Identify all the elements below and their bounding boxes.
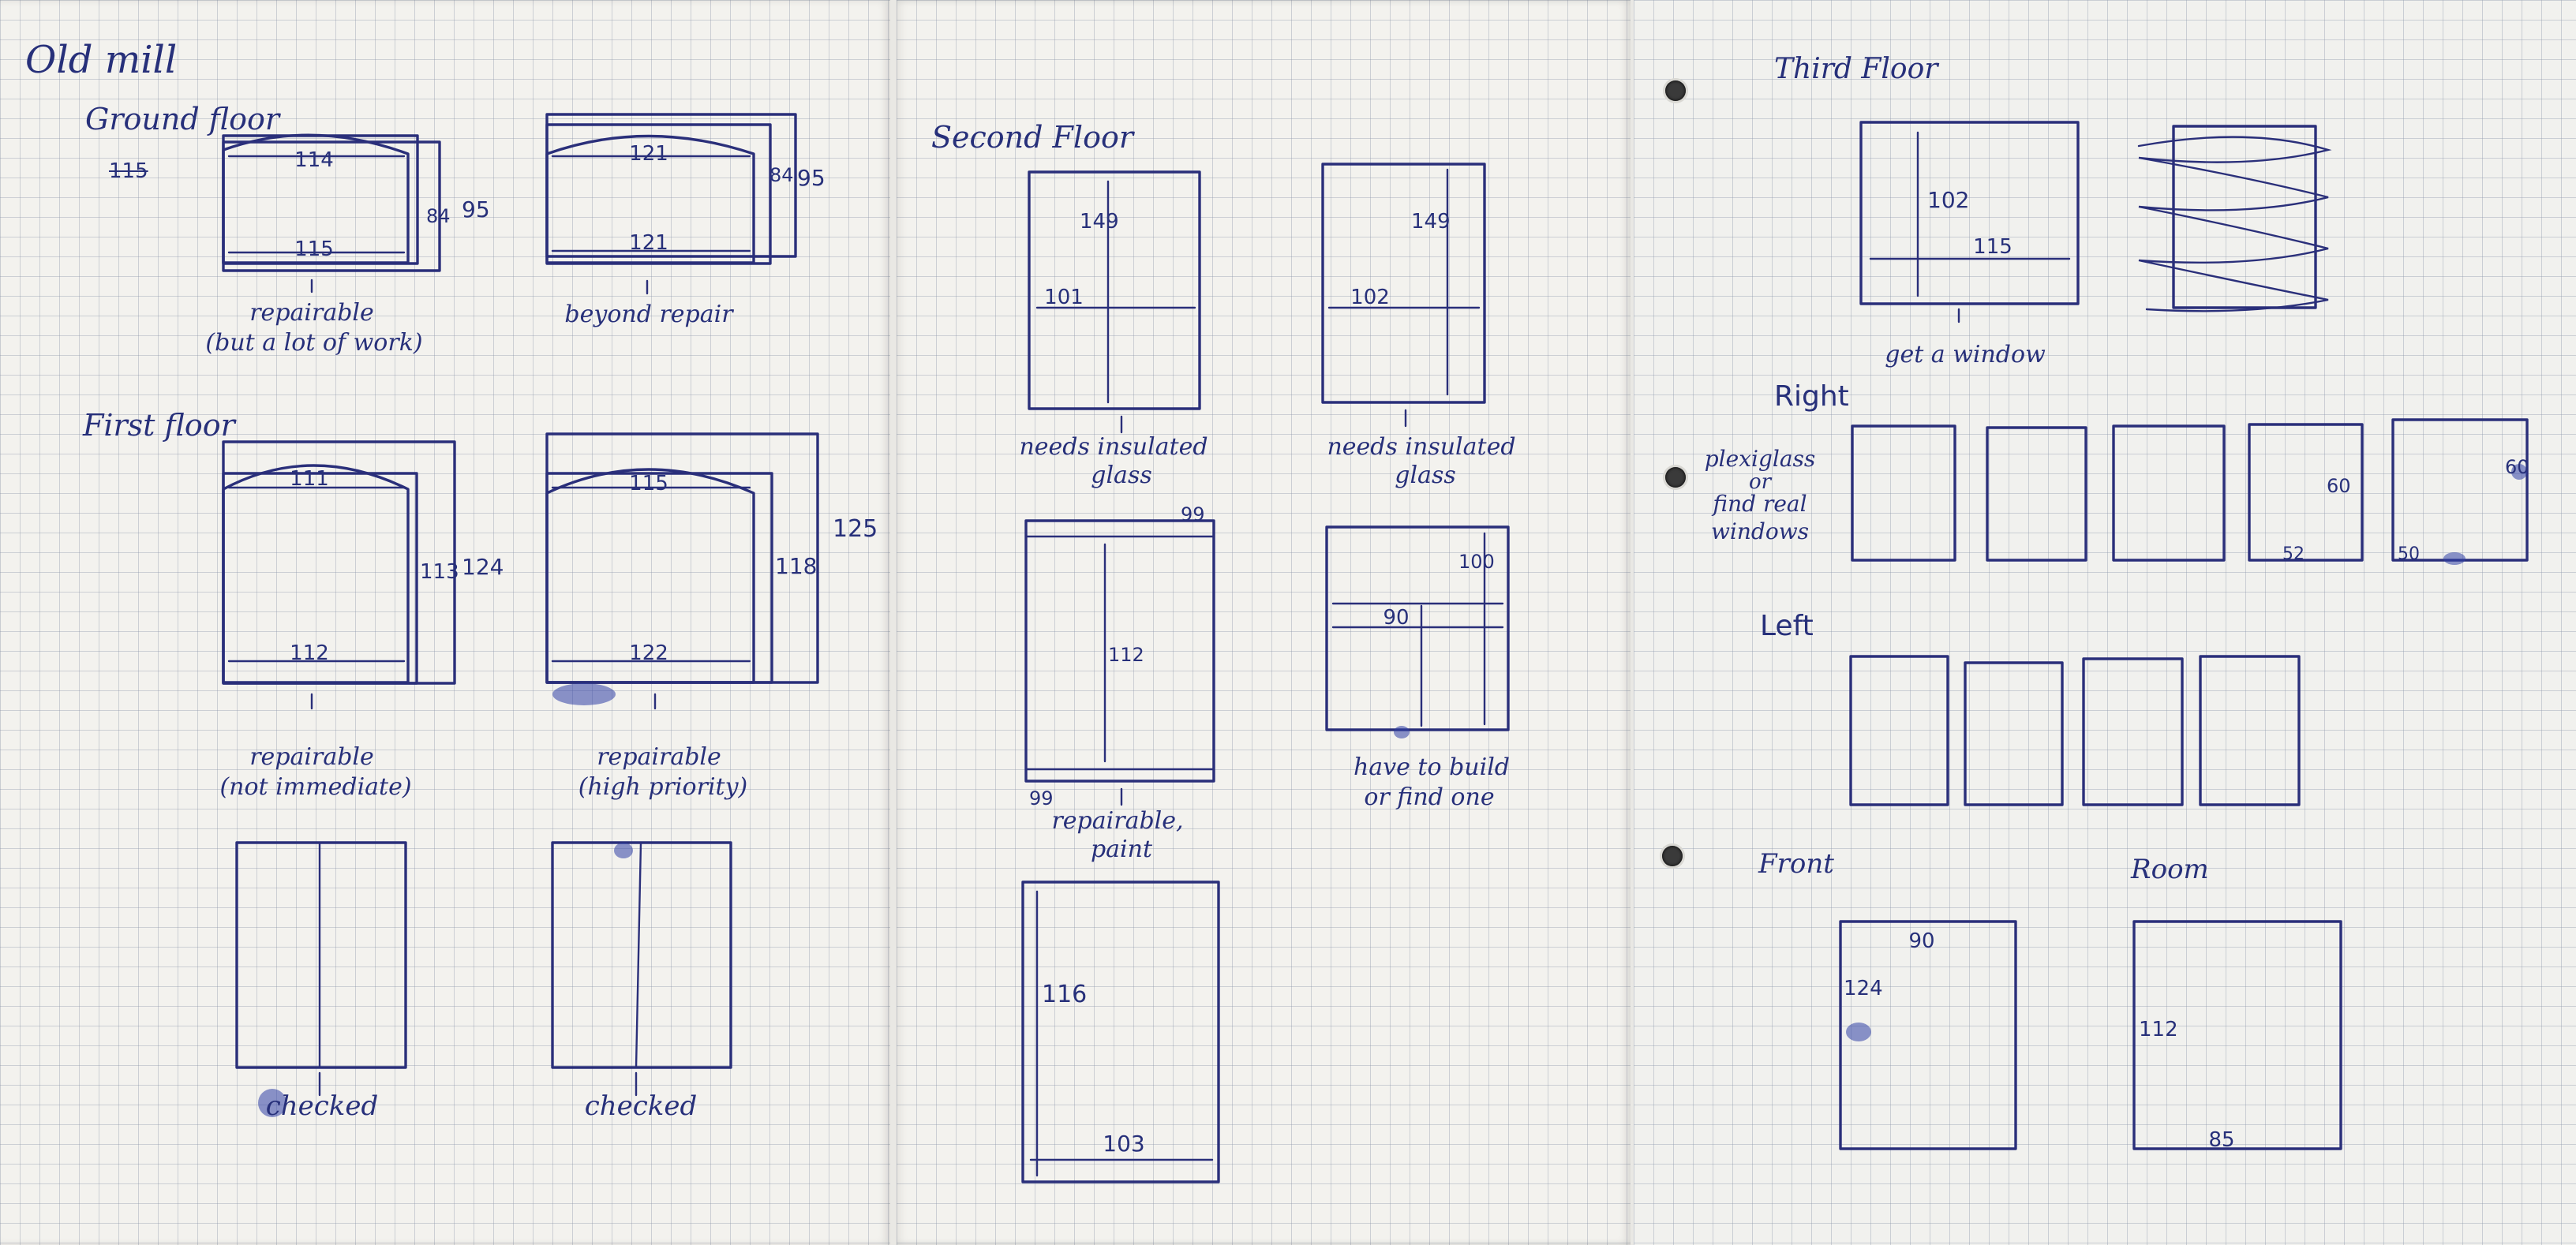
second-window-a-sketch (1028, 170, 1201, 434)
second-window-c-sketch (1024, 519, 1215, 806)
right-pane4-w: 52 (2282, 544, 2305, 564)
ground-floor-heading: Ground floor (85, 102, 280, 136)
right-heading: Right (1774, 380, 1849, 413)
room-height: 112 (2139, 1018, 2178, 1041)
ground-a-top: 114 (294, 148, 334, 172)
second-d-height: 100 (1458, 551, 1495, 573)
first-b-note-1: repairable (597, 743, 721, 771)
page-1-drawings (222, 113, 819, 1117)
first-a-note-1: repairable (249, 743, 374, 771)
third-a-height: 102 (1927, 187, 1970, 213)
second-window-b-sketch (1321, 163, 1486, 428)
first-b-inner-h: 118 (775, 553, 818, 579)
first-a-outer-h: 124 (462, 554, 504, 580)
second-c-top: 99 (1181, 503, 1205, 525)
second-c-note-2: paint (1090, 836, 1153, 863)
third-a-width: 115 (1973, 235, 2012, 259)
right-panes-sketch (1851, 418, 2529, 565)
room-sketch (2132, 920, 2342, 1150)
right-note-4: windows (1710, 518, 1810, 544)
ground-a-outer-h: 95 (462, 196, 490, 222)
second-c-bottom: 99 (1029, 787, 1054, 809)
first-a-top: 111 (290, 467, 329, 491)
second-a-note-1: needs insulated (1019, 433, 1208, 461)
right-pane4-h: 60 (2327, 475, 2351, 497)
ground-a-inner-h: 84 (426, 205, 451, 227)
first-floor-heading: First floor (83, 408, 235, 443)
third-window-a-sketch (1859, 121, 2080, 323)
second-b-note-1: needs insulated (1327, 433, 1516, 461)
right-note-2: or (1748, 470, 1772, 494)
second-c-note-1: repairable, (1051, 807, 1184, 835)
ground-floor-margin-note: 115 (109, 159, 148, 183)
first-a-note-2: (not immediate) (219, 773, 412, 801)
second-d-width: 90 (1383, 606, 1410, 630)
front-sketch (1839, 920, 2017, 1150)
second-a-note-2: glass (1091, 462, 1152, 489)
second-e-height: 116 (1042, 981, 1088, 1008)
page-2-drawings (1021, 163, 1510, 1183)
second-b-width: 102 (1350, 286, 1390, 309)
ground-b-note: beyond repair (564, 301, 733, 328)
right-note-1: plexiglass (1704, 446, 1816, 472)
front-width: 90 (1908, 929, 1935, 953)
binder-hole-1 (1665, 80, 1686, 101)
third-scribble-sketch (2137, 125, 2332, 312)
front-heading: Front (1758, 848, 1834, 880)
notebook-page-2: Second Floor 149 101 needs insulated gla… (897, 0, 1631, 1245)
second-b-height: 149 (1411, 210, 1451, 234)
second-e-width: 103 (1103, 1131, 1145, 1157)
door-b-sketch (551, 841, 732, 1097)
ground-b-bottom: 121 (629, 231, 668, 255)
second-d-note-1: have to build (1353, 753, 1511, 781)
ground-window-b-sketch (545, 113, 797, 295)
third-a-note: get a window (1885, 341, 2046, 368)
door-a-sketch (235, 841, 407, 1117)
room-width: 85 (2208, 1128, 2235, 1152)
first-window-a-sketch (222, 440, 456, 710)
ground-b-inner-h: 84 (769, 164, 794, 186)
right-pane5-w: 50 (2398, 544, 2420, 564)
binder-hole-2 (1665, 467, 1686, 488)
first-a-bottom: 112 (290, 641, 329, 665)
room-heading: Room (2131, 854, 2209, 885)
second-window-d-sketch (1325, 525, 1510, 738)
first-a-inner-h: 113 (420, 560, 459, 584)
second-d-note-2: or find one (1364, 783, 1495, 811)
second-c-height: 112 (1108, 644, 1144, 666)
right-pane5-h: 60 (2505, 456, 2529, 478)
first-b-outer-h: 125 (833, 515, 878, 543)
second-a-width: 101 (1044, 286, 1084, 309)
left-panes-sketch (1849, 655, 2301, 806)
door-b-note: checked (584, 1090, 698, 1122)
binder-hole-3 (1662, 846, 1683, 866)
second-a-height: 149 (1080, 210, 1119, 234)
ground-b-top: 121 (629, 142, 668, 166)
first-window-b-sketch (545, 432, 819, 710)
ground-a-bottom: 115 (294, 237, 334, 261)
page-3-drawings (1839, 121, 2529, 1150)
notebook-page-1: Old mill Ground floor 115 114 115 84 95 … (0, 0, 890, 1245)
notebook-page-3: Third Floor 102 115 get a window Right p… (1634, 0, 2576, 1245)
ground-a-note-2: (but a lot of work) (205, 329, 423, 357)
second-b-note-2: glass (1395, 462, 1456, 489)
ground-window-a-sketch (222, 133, 441, 293)
first-b-note-2: (high priority) (578, 773, 748, 801)
second-window-e-sketch (1021, 880, 1220, 1183)
ground-b-outer-h: 95 (797, 165, 826, 191)
third-floor-heading: Third Floor (1774, 53, 1938, 85)
right-note-3: find real (1713, 491, 1807, 517)
ground-a-note-1: repairable (249, 299, 374, 327)
left-heading: Left (1760, 610, 1814, 642)
first-b-bottom: 122 (629, 641, 668, 665)
front-height: 124 (1844, 977, 1883, 1000)
first-b-top: 115 (629, 472, 668, 495)
second-floor-heading: Second Floor (931, 120, 1133, 155)
page-title: Old mill (25, 38, 178, 82)
door-a-note: checked (265, 1090, 379, 1122)
